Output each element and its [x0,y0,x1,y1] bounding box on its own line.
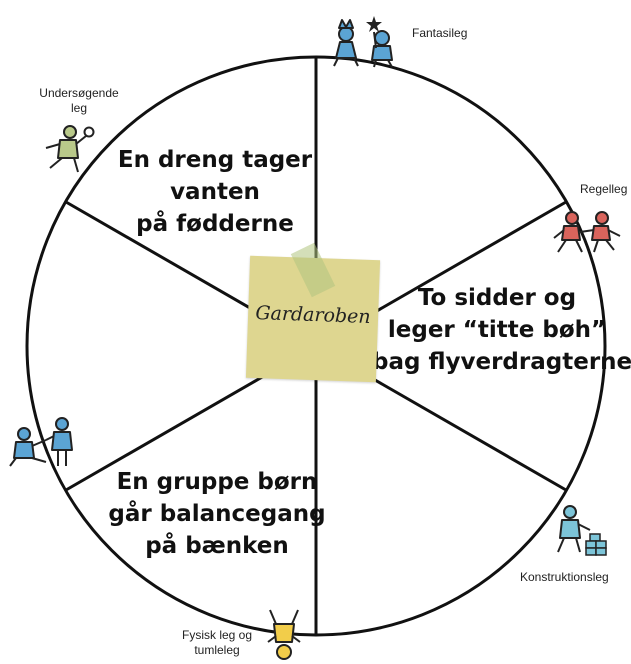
label-fysisk-line-2: tumleleg [194,643,240,657]
child-with-magnifier-icon [45,125,95,173]
segment-bottom-line-3: på bænken [145,533,289,559]
label-fantasileg: Fantasileg [412,26,467,41]
segment-right-line-3: bag flyverdragterne [372,349,631,375]
label-konstruktionsleg-text: Konstruktionsleg [520,570,609,584]
segment-bottom-line-2: går balancegang [108,501,326,527]
center-label: Gardaroben [255,301,371,329]
child-tumbling-icon [267,609,301,660]
segment-bottom-text: En gruppe børn går balancegang på bænken [92,466,342,562]
two-children-sitting-icon [9,417,73,467]
segment-top-text: En dreng tager vanten på fødderne [100,144,330,240]
label-fantasileg-text: Fantasileg [412,26,468,40]
child-building-blocks-icon [557,505,607,556]
segment-top-line-2: vanten [170,179,260,205]
segment-top-line-1: En dreng tager [117,147,313,173]
segment-right-line-2: leger “titte bøh” [387,317,607,343]
label-undersogende-leg: Undersøgende leg [24,86,134,116]
label-fysisk-leg: Fysisk leg og tumleleg [162,628,272,658]
label-fysisk-line-1: Fysisk leg og [181,628,253,642]
label-regelleg: Regelleg [580,182,627,197]
label-konstruktionsleg: Konstruktionsleg [520,570,609,585]
segment-bottom-line-1: En gruppe børn [116,469,318,495]
label-undersogende-line-2: leg [70,101,87,115]
segment-right-text: To sidder og leger “titte bøh” bag flyve… [372,282,631,378]
two-children-playing-wizard-icon [333,16,393,68]
two-children-running-icon [553,211,621,253]
segment-right-line-1: To sidder og [417,285,577,311]
label-undersogende-line-1: Undersøgende [39,86,119,100]
segment-top-line-3: på fødderne [136,211,294,237]
label-regelleg-text: Regelleg [580,182,628,196]
